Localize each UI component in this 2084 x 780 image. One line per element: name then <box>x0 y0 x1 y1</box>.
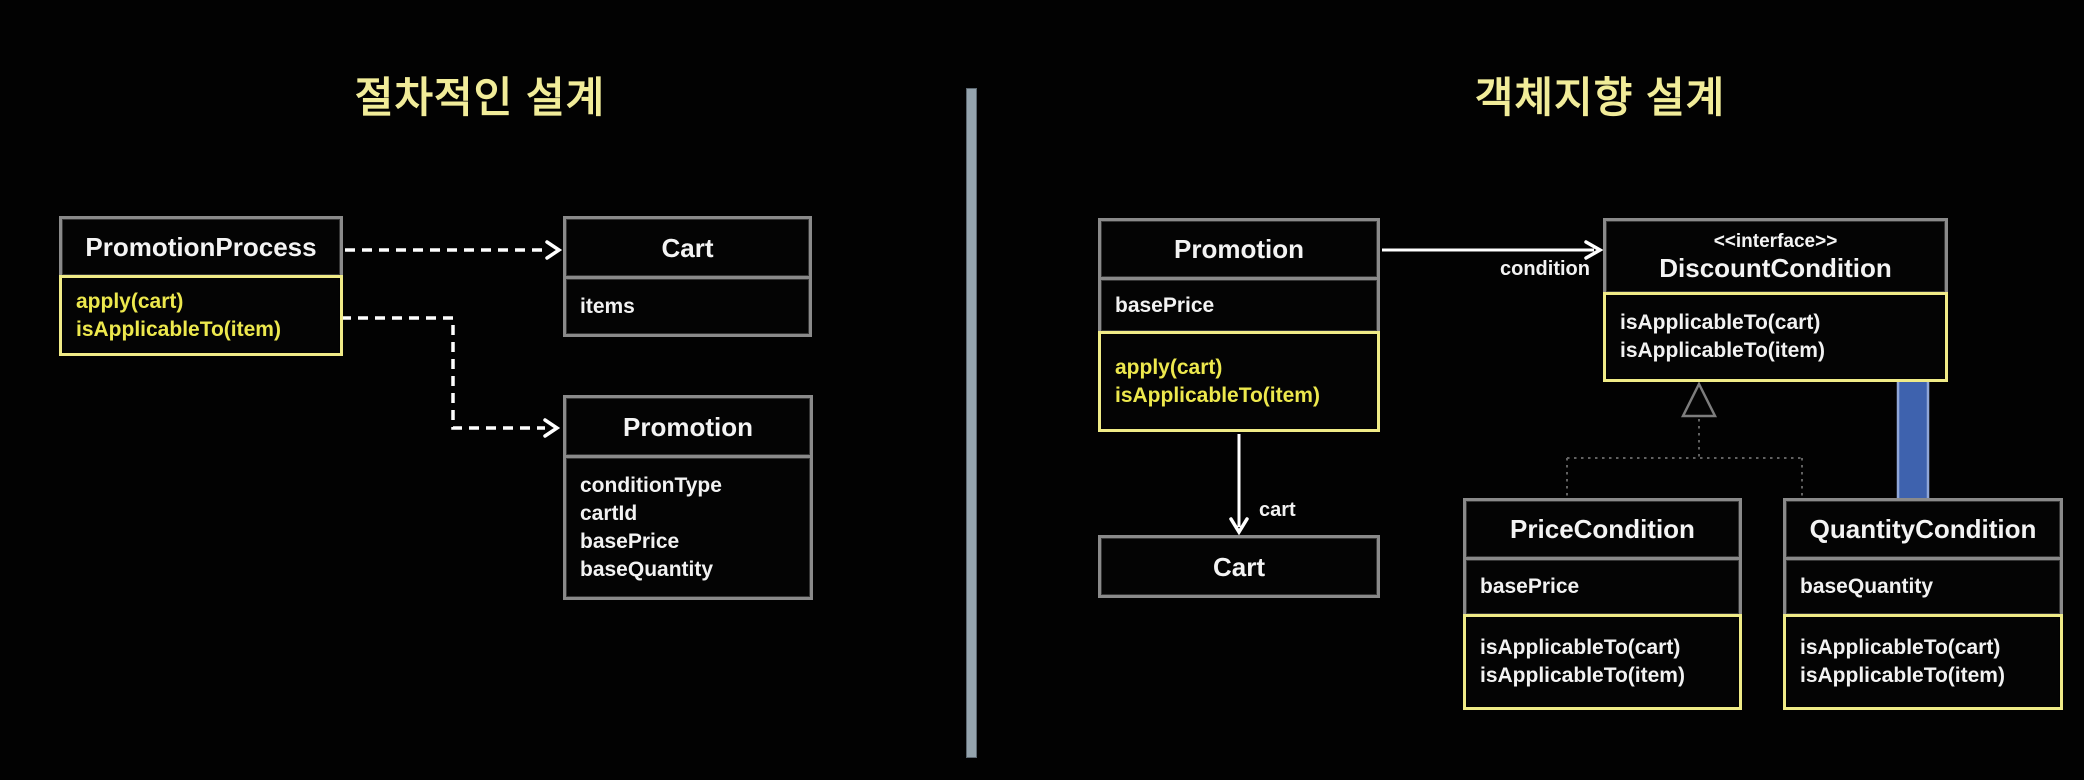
attribute-line: basePrice <box>1480 575 1580 598</box>
methods-compartment: isApplicableTo(cart) isApplicableTo(item… <box>1603 292 1948 382</box>
arrowhead-cart-right <box>1229 517 1249 536</box>
class-header: PriceCondition <box>1463 498 1742 560</box>
realization-dotted-lines <box>1566 419 1803 496</box>
class-name: Cart <box>1212 551 1265 582</box>
attribute-line: baseQuantity <box>580 557 714 581</box>
attribute-line: baseQuantity <box>1800 575 1934 598</box>
method-line: isApplicableTo(cart) <box>1620 311 1821 334</box>
class-name: Cart <box>661 232 714 263</box>
interface-discount-condition: <<interface>> DiscountCondition isApplic… <box>1603 218 1948 382</box>
class-name: PriceCondition <box>1510 514 1695 544</box>
methods-compartment: apply(cart) isApplicableTo(item) <box>59 275 343 356</box>
method-line: apply(cart) <box>76 289 184 313</box>
attributes-compartment: items <box>563 276 812 337</box>
class-promotion-right: Promotion basePrice apply(cart) isApplic… <box>1098 218 1380 432</box>
class-header: PromotionProcess <box>59 216 343 278</box>
dashed-edge-promotionprocess-promotion <box>341 316 545 430</box>
method-line: isApplicableTo(item) <box>1620 339 1825 362</box>
attributes-compartment: baseQuantity <box>1783 557 2063 617</box>
vertical-divider <box>966 88 977 758</box>
method-line: isApplicableTo(item) <box>1115 383 1320 407</box>
attribute-line: basePrice <box>1115 293 1215 317</box>
class-header: Promotion <box>563 395 813 458</box>
method-line: isApplicableTo(item) <box>76 317 281 341</box>
class-name: QuantityCondition <box>1809 514 2037 544</box>
class-name: Promotion <box>1174 234 1304 264</box>
attribute-line: basePrice <box>580 529 680 553</box>
method-line: apply(cart) <box>1115 355 1223 379</box>
class-header: <<interface>> DiscountCondition <box>1603 218 1948 295</box>
methods-compartment: isApplicableTo(cart) isApplicableTo(item… <box>1463 614 1742 710</box>
class-cart-left: Cart items <box>563 216 812 337</box>
class-header: Promotion <box>1098 218 1380 280</box>
attribute-line: items <box>580 294 635 318</box>
class-promotion-left: Promotion conditionType cartId basePrice… <box>563 395 813 600</box>
class-name: DiscountCondition <box>1659 253 1892 283</box>
attributes-compartment: basePrice <box>1463 557 1742 617</box>
attribute-line: cartId <box>580 501 638 525</box>
interface-stereotype: <<interface>> <box>1713 231 1838 252</box>
arrowhead-cart <box>545 240 563 260</box>
class-quantity-condition: QuantityCondition baseQuantity isApplica… <box>1783 498 2063 710</box>
attributes-compartment: basePrice <box>1098 277 1380 334</box>
realization-triangle <box>1680 381 1718 418</box>
methods-compartment: apply(cart) isApplicableTo(item) <box>1098 331 1380 432</box>
arrowhead-promotion <box>543 418 561 438</box>
method-line: isApplicableTo(item) <box>1800 664 2005 687</box>
method-line: isApplicableTo(cart) <box>1800 636 2001 659</box>
class-promotion-process: PromotionProcess apply(cart) isApplicabl… <box>59 216 343 356</box>
class-name: PromotionProcess <box>85 232 317 262</box>
method-line: isApplicableTo(cart) <box>1480 636 1681 659</box>
attribute-line: conditionType <box>580 473 722 497</box>
attributes-compartment: conditionType cartId basePrice baseQuant… <box>563 455 813 600</box>
class-header: QuantityCondition <box>1783 498 2063 560</box>
class-header: Cart <box>1098 535 1380 598</box>
class-cart-right: Cart <box>1098 535 1380 598</box>
class-name: Promotion <box>623 411 753 442</box>
right-panel-title: 객체지향 설계 <box>1474 74 1726 121</box>
arrowhead-discountcondition <box>1584 240 1604 260</box>
edge-label-condition: condition <box>1500 258 1590 280</box>
methods-compartment: isApplicableTo(cart) isApplicableTo(item… <box>1783 614 2063 710</box>
class-price-condition: PriceCondition basePrice isApplicableTo(… <box>1463 498 1742 710</box>
class-header: Cart <box>563 216 812 279</box>
method-line: isApplicableTo(item) <box>1480 664 1685 687</box>
left-panel-title: 절차적인 설계 <box>354 74 606 121</box>
edge-label-cart: cart <box>1259 499 1296 521</box>
